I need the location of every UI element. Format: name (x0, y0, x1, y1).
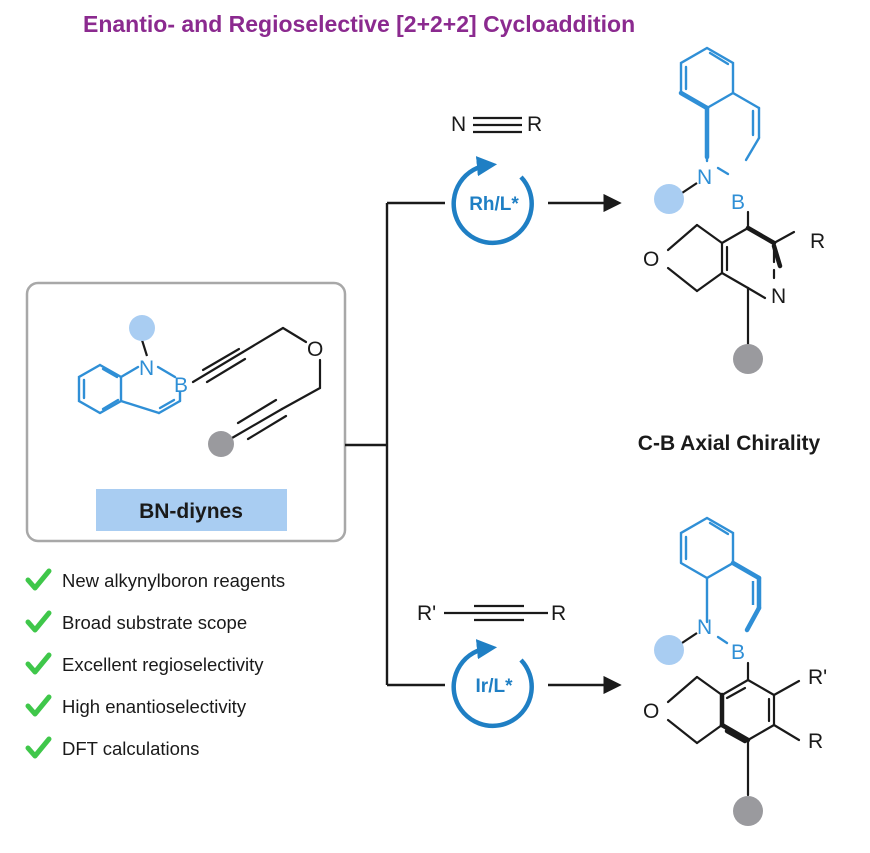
top-product-bold-bonds (745, 225, 783, 269)
top-product-bn-naphthalene (679, 46, 761, 176)
check-icon (25, 736, 52, 759)
substrate-panel: N B O BN-diynes (25, 281, 347, 543)
substrate-label-bg (96, 489, 287, 531)
substrate-box (25, 281, 347, 543)
top-reaction: N R Rh/L* N B (451, 46, 825, 455)
bottom-product-o-atom: O (643, 700, 659, 723)
substrate-bn-naphthalene (77, 363, 182, 415)
top-product-pyridine (666, 210, 796, 347)
top-catalyst-cycle (451, 156, 534, 246)
bottom-product-bn-naphthalene (679, 516, 735, 645)
feature-item: Excellent regioselectivity (25, 652, 264, 675)
feature-item: Broad substrate scope (25, 610, 247, 633)
bottom-product-substituent (733, 796, 763, 826)
check-icon (25, 568, 52, 591)
bottom-reagent-triple-bond (474, 604, 524, 622)
bottom-product-b-atom: B (731, 641, 745, 664)
substrate-o-atom: O (307, 338, 323, 361)
feature-text: New alkynylboron reagents (62, 570, 285, 591)
scheme-title: Enantio- and Regioselective [2+2+2] Cycl… (83, 11, 635, 37)
top-product-n-bond (681, 182, 698, 194)
feature-item: New alkynylboron reagents (25, 568, 285, 591)
bottom-reaction: R' R Ir/L* N B (417, 516, 827, 826)
feature-item: DFT calculations (25, 736, 199, 759)
top-reagent-n: N (451, 113, 466, 136)
top-product-o-atom: O (643, 248, 659, 271)
substrate-n-substituent (129, 315, 155, 341)
bottom-catalyst-label: Ir/L* (476, 676, 514, 697)
feature-text: High enantioselectivity (62, 696, 247, 717)
check-icon (25, 610, 52, 633)
bottom-product-r-prime: R' (808, 666, 827, 689)
check-icon (25, 694, 52, 717)
top-product-ring-n-atom: N (771, 285, 786, 308)
bottom-catalyst-cycle (451, 639, 534, 729)
top-product-n-substituent (654, 184, 684, 214)
feature-item: High enantioselectivity (25, 694, 247, 717)
bottom-product-r-group: R (808, 730, 823, 753)
top-product-substituent (733, 344, 763, 374)
top-reagent-r: R (527, 113, 542, 136)
substrate-alkyne-substituent (208, 431, 234, 457)
bottom-product-n-bond (681, 632, 698, 644)
branch-connector (345, 201, 445, 687)
feature-text: DFT calculations (62, 738, 199, 759)
substrate-lower-alkyne (230, 358, 322, 441)
bottom-product-stereo-bonds (730, 560, 762, 633)
substrate-n-bond (140, 339, 149, 357)
feature-list: New alkynylboron reagents Broad substrat… (25, 568, 285, 759)
top-product-b-atom: B (731, 191, 745, 214)
bottom-product-bold-bonds (719, 692, 751, 744)
top-product-n-atom: N (697, 166, 712, 189)
top-product-stereo-bonds (678, 90, 710, 160)
bottom-product-n-substituent (654, 635, 684, 665)
feature-text: Excellent regioselectivity (62, 654, 264, 675)
top-product-label: C-B Axial Chirality (638, 432, 821, 455)
top-product-r-group: R (810, 230, 825, 253)
bottom-reagent-r-prime: R' (417, 602, 436, 625)
check-icon (25, 652, 52, 675)
bottom-product-n-atom: N (697, 616, 712, 639)
substrate-upper-alkyne (191, 326, 308, 384)
substrate-n-atom: N (139, 357, 154, 380)
top-catalyst-label: Rh/L* (469, 194, 519, 215)
substrate-label: BN-diynes (139, 500, 243, 523)
bottom-reagent-r: R (551, 602, 566, 625)
bottom-product-benzene (666, 661, 801, 797)
substrate-b-atom: B (174, 374, 188, 397)
feature-text: Broad substrate scope (62, 612, 247, 633)
top-reagent-triple-bond (473, 116, 522, 134)
